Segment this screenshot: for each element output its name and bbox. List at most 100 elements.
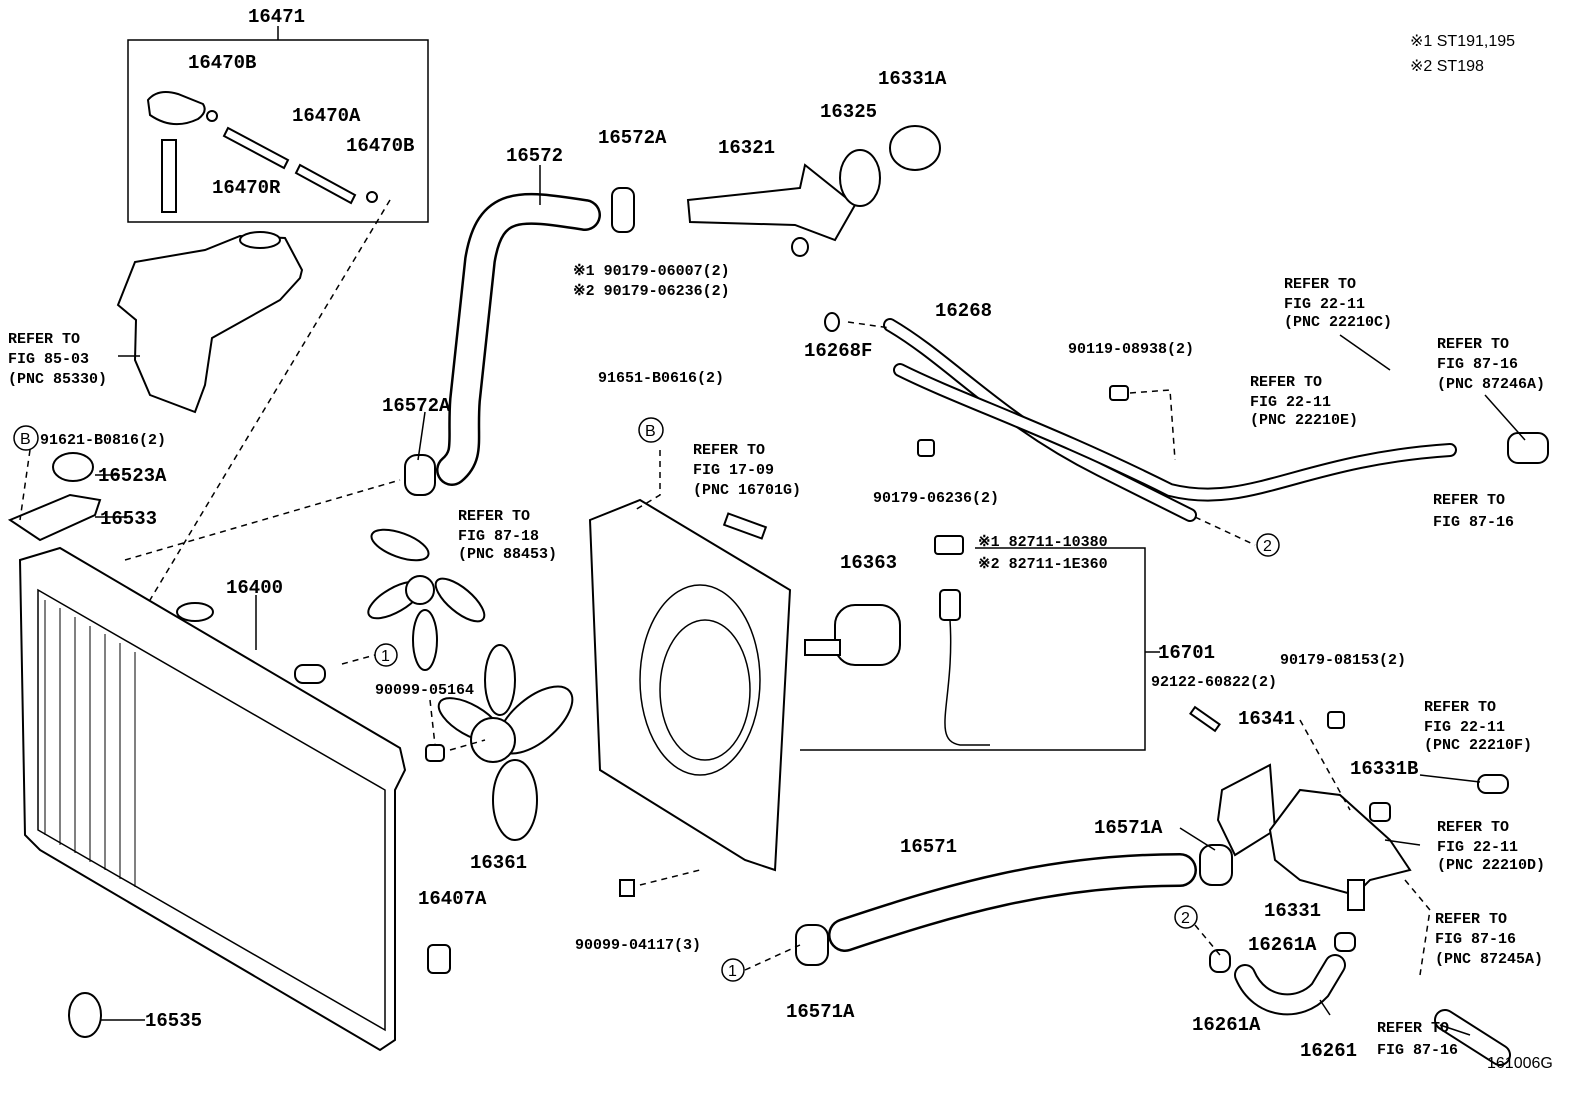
part-label[interactable]: 16331 [1264,900,1321,922]
refer-fig-17-09[interactable]: REFER TO FIG 17-09 (PNC 16701G) [693,442,801,499]
refer-fig-22-11-f[interactable]: REFER TO FIG 22-11 (PNC 22210F) [1424,699,1532,754]
refer-label: REFER TO [693,442,765,459]
part-labels: 16471 16470B 16470A 16470B 16470R 16572 … [40,6,1418,1062]
part-label[interactable]: 16331A [878,68,947,90]
refer-fig: FIG 85-03 [8,351,89,368]
refer-fig-87-18[interactable]: REFER TO FIG 87-18 (PNC 88453) [458,508,557,563]
part-label[interactable]: 16363 [840,552,897,574]
part-label[interactable]: 16571A [1094,817,1163,839]
refer-label: REFER TO [8,331,80,348]
refer-fig: FIG 22-11 [1424,719,1505,736]
part-label[interactable]: 16341 [1238,708,1295,730]
part-label[interactable]: 16572A [382,395,451,417]
part-label[interactable]: 16535 [145,1010,202,1032]
bolt-label[interactable]: 91651-B0616(2) [598,370,724,387]
marker-1-upper [374,643,398,667]
refer-fig-85-03[interactable]: REFER TO FIG 85-03 (PNC 85330) [8,331,107,388]
connector-label[interactable]: ※2 82711-1E360 [978,556,1108,573]
bolt-label[interactable]: ※1 90179-06007(2) [573,263,730,280]
bolt-label[interactable]: 90179-06236(2) [873,490,999,507]
note-2: ※2 ST198 [1410,58,1484,75]
refer-pnc: (PNC 85330) [8,371,107,388]
refer-fig-22-11-c[interactable]: REFER TO FIG 22-11 (PNC 22210C) [1284,276,1392,331]
refer-label: REFER TO [1377,1020,1449,1037]
marker-1-label: 1 [381,648,390,665]
refer-fig: FIG 87-16 [1377,1042,1458,1059]
part-drawings [7,26,1549,1066]
part-label[interactable]: 16523A [98,465,167,487]
marker-2-label: 2 [1181,910,1190,927]
part-label[interactable]: 16261A [1192,1014,1261,1036]
refer-label: REFER TO [1437,819,1509,836]
thermostat-16331A-drawing [889,125,941,171]
part-label[interactable]: 16533 [100,508,157,530]
fan-motor-16363-drawing [804,535,990,746]
part-label[interactable]: 16572A [598,127,667,149]
part-label[interactable]: 16571 [900,836,957,858]
bolt-label[interactable]: 90119-08938(2) [1068,341,1194,358]
refer-fig: FIG 22-11 [1284,296,1365,313]
bolt-label[interactable]: 91621-B0816(2) [40,432,166,449]
part-label[interactable]: 16701 [1158,642,1215,664]
refer-pnc: (PNC 22210C) [1284,314,1392,331]
part-label[interactable]: 16400 [226,577,283,599]
refer-pnc: (PNC 87245A) [1435,951,1543,968]
part-label[interactable]: 16470A [292,105,361,127]
bolt-label[interactable]: 92122-60822(2) [1151,674,1277,691]
refer-fig-87-16-d[interactable]: REFER TO FIG 87-16 [1377,1020,1458,1059]
part-label[interactable]: 16407A [418,888,487,910]
part-label[interactable]: 16321 [718,137,775,159]
connector-label[interactable]: ※1 82711-10380 [978,534,1108,551]
bolt-label[interactable]: 90099-04117(3) [575,937,701,954]
bolt-label[interactable]: 90179-08153(2) [1280,652,1406,669]
part-label[interactable]: 16470B [188,52,256,74]
refer-fig: FIG 22-11 [1250,394,1331,411]
callout-markers: 1 1 2 2 B B [13,417,1280,982]
part-label[interactable]: 16572 [506,145,563,167]
hose-16470R-drawing [161,139,177,213]
part-label[interactable]: 16470R [212,177,281,199]
marker-2-upper [1256,533,1280,557]
refer-fig-87-16-b[interactable]: REFER TO FIG 87-16 [1433,492,1514,531]
refer-pnc: (PNC 87246A) [1437,376,1545,393]
clamp-16572A-drawing [611,187,635,233]
radiator-16400-drawing [18,546,407,1052]
bolt-label[interactable]: 90099-05164 [375,682,474,699]
refer-label: REFER TO [1284,276,1356,293]
part-label[interactable]: 16261 [1300,1040,1357,1062]
marker-1-label: 1 [728,963,737,980]
refer-pnc: (PNC 22210D) [1437,857,1545,874]
refer-label: REFER TO [1433,492,1505,509]
part-label[interactable]: 16470B [346,135,414,157]
refer-fig-22-11-e[interactable]: REFER TO FIG 22-11 (PNC 22210E) [1250,374,1358,429]
marker-1-lower [721,958,745,982]
part-label[interactable]: 16361 [470,852,527,874]
refer-label: REFER TO [1250,374,1322,391]
refer-label: REFER TO [1437,336,1509,353]
fan-16361-drawing [437,644,574,841]
refer-fig-22-11-d[interactable]: REFER TO FIG 22-11 (PNC 22210D) [1437,819,1545,874]
reservoir-tank-drawing [116,234,304,414]
part-label[interactable]: 16571A [786,1001,855,1023]
refer-fig: FIG 22-11 [1437,839,1518,856]
refer-fig: FIG 17-09 [693,462,774,479]
part-label[interactable]: 16331B [1350,758,1418,780]
water-outlet-16331-drawing [1268,788,1412,897]
refer-fig-87-16-c[interactable]: REFER TO FIG 87-16 (PNC 87245A) [1435,911,1543,968]
refer-pnc: (PNC 22210E) [1250,412,1358,429]
part-label[interactable]: 16268F [804,340,872,362]
refer-label: REFER TO [1424,699,1496,716]
fan-reference-drawing [367,528,486,671]
bolt-label[interactable]: ※2 90179-06236(2) [573,283,730,300]
refer-fig: FIG 87-16 [1437,356,1518,373]
part-label[interactable]: 16261A [1248,934,1317,956]
part-label[interactable]: 16268 [935,300,992,322]
refer-pnc: (PNC 22210F) [1424,737,1532,754]
part-label[interactable]: 16325 [820,101,877,123]
refer-fig-87-16-a[interactable]: REFER TO FIG 87-16 (PNC 87246A) [1437,336,1545,393]
part-label[interactable]: 16471 [248,6,305,28]
refer-fig: FIG 87-16 [1433,514,1514,531]
figure-code: 161006G [1487,1055,1553,1072]
marker-2-lower [1174,905,1198,929]
marker-b-left [13,425,39,451]
